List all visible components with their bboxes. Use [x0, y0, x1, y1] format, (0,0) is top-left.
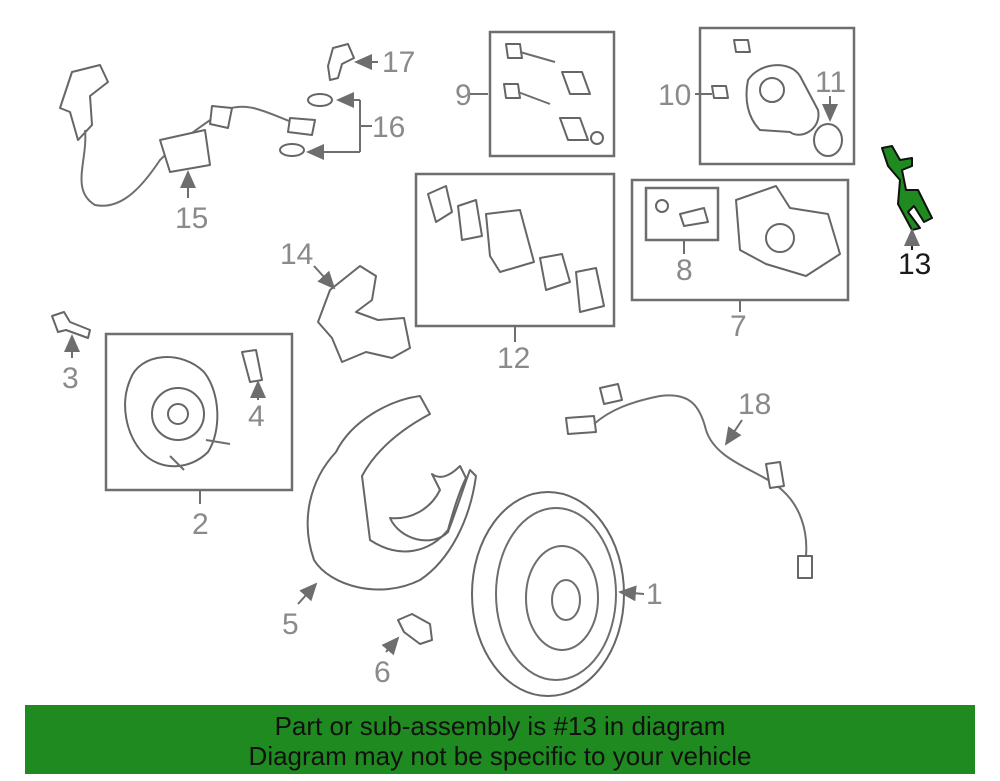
brake-parts-diagram: 15 17 16 9 10 [51, 26, 933, 697]
label-17: 17 [382, 46, 415, 79]
label-16: 16 [372, 111, 405, 144]
part-2-hub-bearing[interactable] [104, 332, 294, 492]
part-3-bolt[interactable]: 3 [51, 311, 91, 395]
label-12: 12 [497, 342, 530, 375]
part-4-wheel-stud[interactable]: 4 [241, 349, 266, 433]
label-11: 11 [815, 66, 846, 99]
part-12-brake-pad-set[interactable]: 12 [414, 172, 616, 375]
label-5: 5 [282, 608, 299, 641]
banner-line-1: Part or sub-assembly is #13 in diagram [274, 711, 726, 741]
label-13: 13 [898, 248, 931, 281]
part-14-caliper-bracket[interactable]: 14 [280, 238, 411, 363]
part-5-dust-shield[interactable]: 5 [282, 395, 477, 641]
banner-line-2: Diagram may not be specific to your vehi… [248, 741, 752, 771]
part-17-bolt[interactable]: 17 [327, 43, 415, 81]
label-1: 1 [646, 578, 663, 611]
part-16-washers[interactable]: 16 [279, 92, 405, 160]
part-1-brake-rotor[interactable]: 1 [471, 491, 663, 697]
label-4: 4 [248, 400, 265, 433]
label-9: 9 [455, 79, 472, 112]
info-banner: Part or sub-assembly is #13 in diagram D… [25, 705, 975, 774]
label-18: 18 [738, 388, 771, 421]
part-15-sensor-harness[interactable]: 15 [59, 64, 316, 235]
label-10: 10 [658, 79, 691, 112]
part-18-abs-sensor[interactable]: 18 [565, 383, 813, 579]
label-2: 2 [192, 508, 209, 541]
label-3: 3 [62, 362, 79, 395]
part-13-spring-clip[interactable]: 13 [881, 145, 933, 281]
label-6: 6 [374, 656, 391, 689]
label-14: 14 [280, 238, 313, 271]
part-8-bleeder-kit[interactable]: 8 [644, 186, 720, 287]
label-15: 15 [175, 202, 208, 235]
label-8: 8 [676, 254, 693, 287]
part-11-o-ring[interactable]: 11 [813, 66, 846, 157]
part-9-guide-pin-kit[interactable]: 9 [455, 30, 616, 158]
part-6-bolt[interactable]: 6 [374, 613, 433, 689]
label-7: 7 [730, 310, 747, 343]
